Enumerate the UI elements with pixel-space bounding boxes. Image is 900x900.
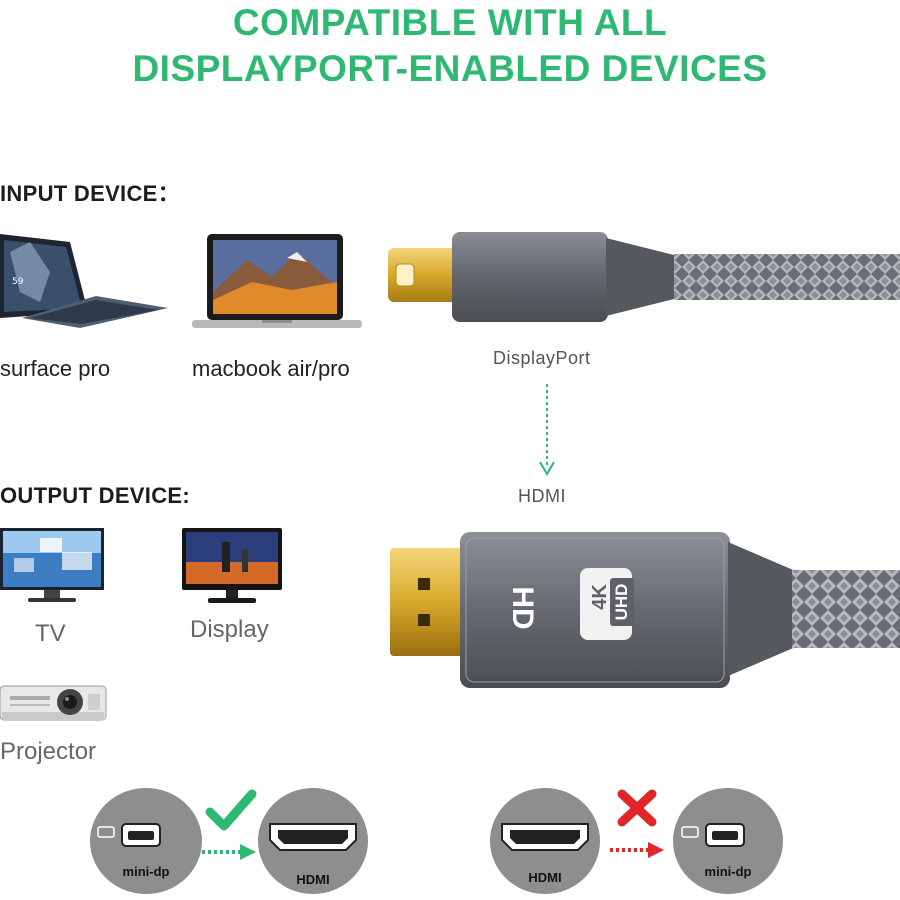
uhd-badge: 4K UHD (580, 568, 634, 640)
surface-pro-label: surface pro (0, 356, 111, 381)
tv-label: TV (35, 620, 66, 647)
monitor-small-icon (681, 826, 699, 838)
dotted-arrow-down (535, 382, 559, 480)
projector-icon (0, 682, 108, 724)
mini-dp-label-left: mini-dp (122, 864, 170, 879)
surface-pro-icon: 59 (0, 232, 172, 332)
hdmi-label-right: HDMI (528, 870, 562, 885)
svg-text:59: 59 (12, 277, 24, 287)
displayport-label: DisplayPort (493, 348, 591, 368)
display-label: Display (190, 616, 269, 643)
hdmi-label: HDMI (518, 486, 566, 506)
monitor-small-icon (97, 826, 115, 838)
arrow-right-green (200, 840, 260, 864)
headline-line-1: COMPATIBLE WITH ALL (232, 2, 668, 43)
hd-badge: HD (506, 586, 539, 630)
hdmi-circle-right (488, 786, 602, 896)
mini-dp-circle-left (86, 786, 206, 896)
macbook-icon (192, 232, 362, 332)
hdmi-connector (388, 530, 900, 692)
hdmi-label-left: HDMI (296, 872, 330, 887)
projector-label: Projector (0, 738, 97, 765)
arrow-right-red (608, 838, 668, 862)
4k-text: 4K (589, 584, 611, 610)
tv-icon (0, 528, 104, 604)
headline-line-2: DISPLAYPORT-ENABLED DEVICES (132, 48, 768, 89)
mini-displayport-connector (388, 232, 900, 324)
check-icon (204, 786, 258, 836)
hdmi-circle-left (256, 786, 370, 896)
output-device-title: OUTPUT DEVICE: (0, 483, 190, 508)
mini-dp-label-right: mini-dp (704, 864, 752, 879)
macbook-label: macbook air/pro (192, 356, 350, 381)
monitor-icon (182, 528, 282, 606)
uhd-text: UHD (610, 578, 634, 626)
input-device-title: INPUT DEVICE： (0, 181, 180, 206)
mini-dp-circle-right (672, 786, 784, 896)
cross-icon (616, 788, 658, 828)
